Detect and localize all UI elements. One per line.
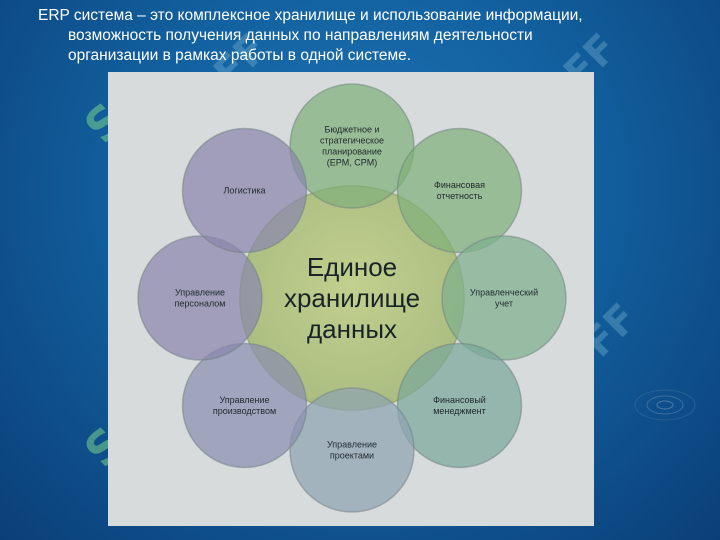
ripple-decoration [634,389,696,421]
function-circle [289,387,415,513]
function-circle [289,83,415,209]
slide-text-line: ERP система – это комплексное хранилище … [38,7,583,24]
function-circle [441,235,567,361]
slide-text-line: возможность получения данных по направле… [68,27,533,44]
slide-text-line: организации в рамках работы в одной сист… [68,47,412,64]
function-circle [396,127,523,254]
function-circle [181,127,308,254]
function-circle-label: Логистика [224,186,266,196]
function-circle [137,235,263,361]
function-circle [181,342,308,469]
slide-text: ERP система – это комплексное хранилище … [38,6,698,66]
function-circle [396,342,523,469]
